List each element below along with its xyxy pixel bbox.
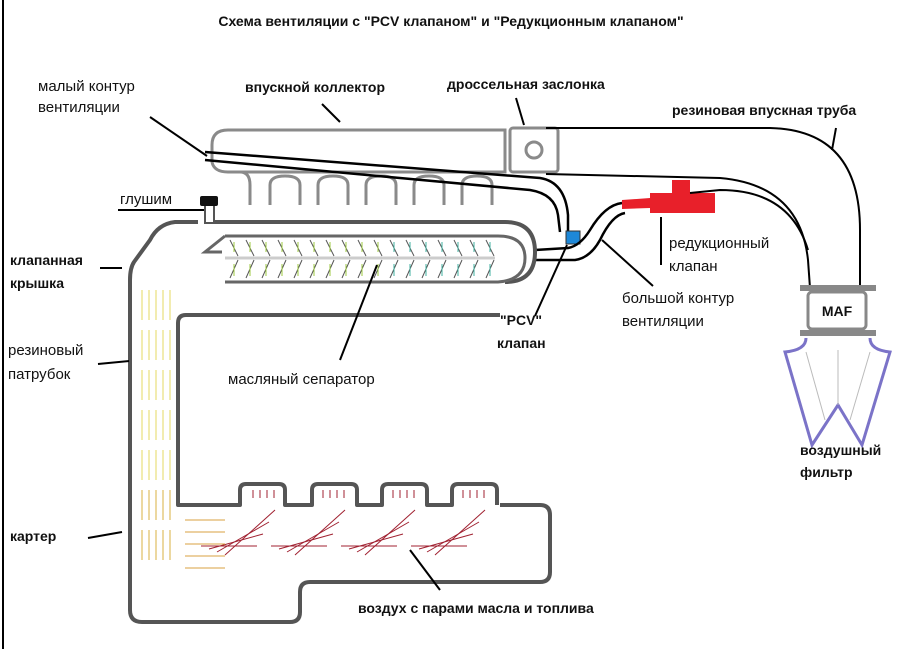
crankcase-label: картер: [10, 528, 56, 544]
engine-housing: [128, 220, 552, 624]
large-circuit-label-2: вентиляции: [622, 313, 704, 330]
rubber-hose-label-2: патрубок: [8, 366, 71, 383]
intake-manifold: [210, 128, 507, 205]
airflow-arrow: [208, 533, 264, 550]
diagram-title: Схема вентиляции с "PCV клапаном" и "Ред…: [218, 13, 683, 29]
airflow-arrow: [348, 533, 404, 550]
airflow-arrow: [216, 521, 270, 553]
reduction-valve-label-1: редукционный: [669, 235, 769, 252]
airflow-arrow: [426, 521, 480, 553]
valve-cover-label-2: крышка: [10, 275, 64, 291]
rubber-hose-label-1: резиновый: [8, 342, 83, 359]
plug-label: глушим: [120, 191, 172, 208]
maf-label: MAF: [822, 303, 853, 319]
large-circuit-hose: [534, 201, 626, 262]
large-circuit-label-1: большой контур: [622, 290, 734, 307]
throttle-label: дроссельная заслонка: [447, 76, 605, 92]
airflow-arrow: [418, 533, 474, 550]
intake-manifold-label: впускной коллектор: [245, 79, 385, 95]
pcv-label-1: "PCV": [500, 312, 542, 328]
oil-separator-label: масляный сепаратор: [228, 371, 375, 388]
pcv-label-2: клапан: [497, 335, 546, 351]
reduction-valve: [622, 180, 715, 213]
airflow-arrow: [356, 521, 410, 553]
maf-sensor: MAF: [800, 285, 876, 336]
small-circuit-hose: [204, 150, 570, 233]
air-vapors-label: воздух с парами масла и топлива: [358, 600, 594, 616]
small-circuit-label-1: малый контур: [38, 78, 135, 95]
breather-plug: [200, 196, 218, 224]
air-filter-label-1: воздушный: [800, 442, 881, 458]
airflow-arrow: [286, 521, 340, 553]
small-circuit-label-2: вентиляции: [38, 99, 120, 116]
pcv-valve: [565, 230, 581, 245]
rubber-intake-pipe: [545, 127, 861, 289]
reduction-valve-line: [689, 188, 809, 251]
leader-lines: [87, 97, 837, 591]
oil-separator: [200, 234, 527, 284]
air-filter: [783, 337, 892, 449]
throttle-body: [508, 126, 560, 174]
valve-cover-label-1: клапанная: [10, 252, 83, 268]
airflow-arrow: [278, 533, 334, 550]
airflow-arrows: [141, 239, 495, 569]
reduction-valve-label-2: клапан: [669, 258, 718, 275]
rubber-intake-pipe-label: резиновая впускная труба: [672, 102, 856, 118]
air-filter-label-2: фильтр: [800, 464, 853, 480]
